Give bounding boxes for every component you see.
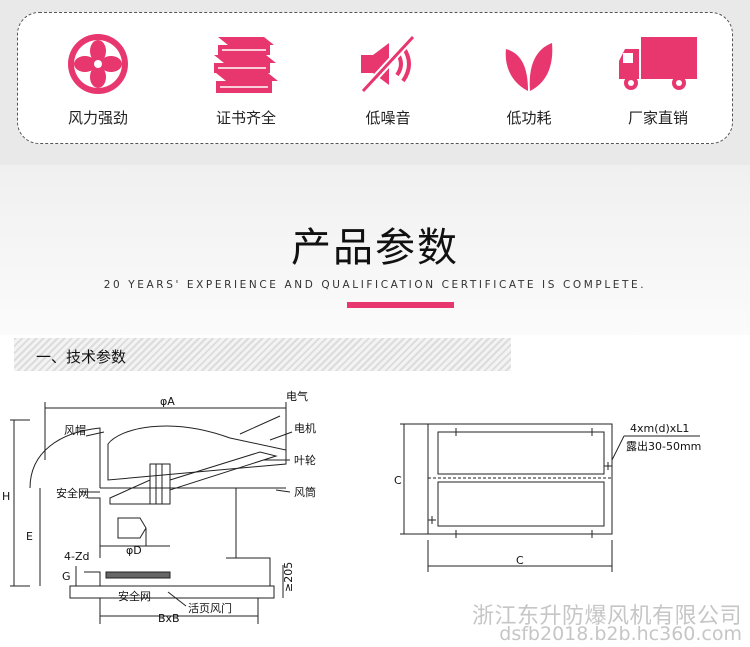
feature-low-noise: 低噪音 bbox=[328, 31, 448, 128]
label-c-bottom: C bbox=[516, 554, 524, 567]
section-title: 一、技术参数 bbox=[36, 348, 127, 366]
base-flange bbox=[69, 585, 275, 599]
label-hood: 风帽 bbox=[64, 424, 86, 437]
label-duct: 风筒 bbox=[294, 485, 316, 499]
label-motor: 电机 bbox=[294, 421, 316, 435]
frame-outer bbox=[427, 423, 613, 535]
feature-strong-wind: 风力强劲 bbox=[38, 31, 158, 128]
label-h: H bbox=[2, 490, 10, 503]
feature-label: 低噪音 bbox=[365, 109, 411, 127]
hood-left bbox=[29, 427, 101, 489]
label-phi-a: φA bbox=[160, 395, 175, 408]
accent-underline bbox=[347, 302, 454, 308]
technical-drawing: φA 风帽 电气 电机 叶轮 风筒 安全网 φD 4-Zd 安全网 活页风门 B… bbox=[2, 389, 701, 625]
label-min-205: ≥205 bbox=[282, 562, 295, 592]
label-phi-d: φD bbox=[126, 544, 142, 557]
label-bolt-spec: 4xm(d)xL1 bbox=[630, 422, 689, 435]
label-safety-net-top: 安全网 bbox=[56, 486, 89, 500]
leaf-icon bbox=[505, 43, 553, 91]
feature-label: 证书齐全 bbox=[215, 109, 276, 127]
section-header-bar bbox=[14, 338, 511, 371]
watermark-company: 浙江东升防爆风机有限公司 bbox=[471, 604, 742, 629]
label-holes: 4-Zd bbox=[64, 550, 90, 563]
mute-speaker-icon bbox=[360, 34, 416, 94]
delivery-truck-icon bbox=[619, 37, 697, 90]
label-safety-net-bottom: 安全网 bbox=[118, 589, 151, 603]
feature-label: 低功耗 bbox=[506, 109, 552, 127]
fan-icon bbox=[68, 34, 128, 94]
feature-low-power: 低功耗 bbox=[469, 31, 589, 128]
page-title: 产品参数 bbox=[291, 225, 459, 271]
feature-label: 厂家直销 bbox=[627, 109, 688, 127]
label-impeller: 叶轮 bbox=[294, 453, 316, 467]
label-cut-top: 电气 bbox=[286, 389, 308, 403]
page-subtitle: 20 YEARS' EXPERIENCE AND QUALIFICATION C… bbox=[103, 279, 647, 291]
motor-body bbox=[149, 463, 171, 505]
feature-direct-sales: 厂家直销 bbox=[598, 31, 718, 128]
label-c-side: C bbox=[394, 474, 402, 487]
label-bxb: BxB bbox=[158, 612, 180, 625]
feature-card: 风力强劲 证书齐全 低噪音 低功耗 bbox=[17, 12, 733, 144]
watermark-url: dsfb2018.b2b.hc360.com bbox=[499, 623, 742, 645]
label-damper: 活页风门 bbox=[188, 601, 232, 615]
feature-certificates: 证书齐全 bbox=[186, 31, 306, 128]
certificate-books-icon bbox=[214, 37, 278, 93]
label-g: G bbox=[62, 570, 71, 583]
hood-right bbox=[107, 425, 287, 481]
feature-label: 风力强劲 bbox=[67, 109, 128, 127]
label-e: E bbox=[26, 530, 33, 543]
label-exposed: 露出30-50mm bbox=[626, 439, 701, 453]
